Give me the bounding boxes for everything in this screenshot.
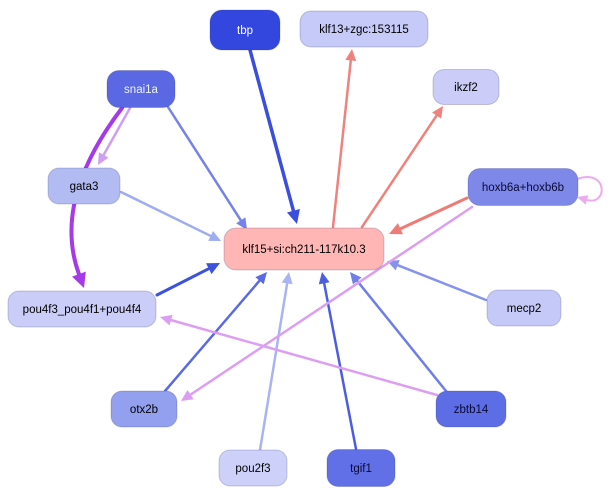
arrowhead-snai1a-pou4f3 xyxy=(72,271,86,288)
edge-zbtb14-pou4f3 xyxy=(169,318,439,397)
node-mecp2[interactable]: mecp2 xyxy=(486,289,562,327)
node-zbtb14[interactable]: zbtb14 xyxy=(435,390,507,428)
node-pou2f3[interactable]: pou2f3 xyxy=(218,449,288,487)
node-gata3[interactable]: gata3 xyxy=(47,167,121,205)
arrowhead-hoxb6a-klf15 xyxy=(389,223,403,235)
edge-gata3-klf15 xyxy=(119,190,212,238)
node-shape xyxy=(209,9,281,51)
node-shape xyxy=(223,227,385,271)
node-ikzf2[interactable]: ikzf2 xyxy=(432,69,500,105)
edge-hoxb6a-klf15 xyxy=(398,196,469,231)
arrowhead-snai1a-klf15 xyxy=(236,217,247,230)
node-shape xyxy=(47,167,121,205)
arrowhead-gata3-klf15 xyxy=(208,231,221,241)
arrowhead-otx2b-klf15 xyxy=(255,272,267,285)
edge-tbp-klf15 xyxy=(248,48,296,213)
arrowhead-hoxb6a-hoxb6a xyxy=(577,195,589,205)
node-klf15[interactable]: klf15+si:ch211-117k10.3 xyxy=(223,227,385,271)
node-shape xyxy=(106,70,176,108)
node-otx2b[interactable]: otx2b xyxy=(110,390,178,428)
arrowhead-pou4f3-klf15 xyxy=(206,263,220,275)
node-klf13[interactable]: klf13+zgc:153115 xyxy=(299,10,429,48)
edge-snai1a-gata3 xyxy=(102,106,132,157)
edge-otx2b-klf15 xyxy=(163,279,261,393)
arrowhead-hoxb6a-otx2b xyxy=(181,390,194,401)
edge-pou4f3-klf15 xyxy=(155,267,211,297)
edge-tgif1-klf15 xyxy=(322,282,358,451)
edge-hoxb6a-otx2b xyxy=(189,205,474,396)
node-shape xyxy=(486,289,562,327)
edge-mecp2-klf15 xyxy=(396,263,488,302)
node-shape xyxy=(7,290,157,328)
node-shape xyxy=(435,390,507,428)
arrowhead-tgif1-klf15 xyxy=(318,272,330,285)
edge-klf15-klf13 xyxy=(331,59,353,229)
node-tbp[interactable]: tbp xyxy=(209,9,281,51)
arrowhead-zbtb14-klf15 xyxy=(350,272,362,285)
edge-pou2f3-klf15 xyxy=(258,282,289,452)
arrowhead-klf15-klf13 xyxy=(345,49,357,62)
node-snai1a[interactable]: snai1a xyxy=(106,70,176,108)
node-shape xyxy=(467,168,579,206)
arrowhead-snai1a-gata3 xyxy=(98,152,109,165)
node-shape xyxy=(299,10,429,48)
node-shape xyxy=(326,449,396,487)
node-hoxb6a[interactable]: hoxb6a+hoxb6b xyxy=(467,168,579,206)
arrowhead-pou2f3-klf15 xyxy=(281,272,293,285)
edge-hoxb6a-hoxb6a xyxy=(576,176,603,202)
node-shape xyxy=(432,69,500,105)
edge-zbtb14-klf15 xyxy=(355,279,448,393)
node-tgif1[interactable]: tgif1 xyxy=(326,449,396,487)
edge-klf15-ikzf2 xyxy=(360,114,438,229)
arrowhead-tbp-klf15 xyxy=(286,209,300,224)
edge-layer xyxy=(69,48,603,452)
arrowhead-zbtb14-pou4f3 xyxy=(160,314,173,326)
arrowhead-klf15-ikzf2 xyxy=(432,106,443,119)
node-shape xyxy=(218,449,288,487)
node-shape xyxy=(110,390,178,428)
node-pou4f3[interactable]: pou4f3_pou4f1+pou4f4 xyxy=(7,290,157,328)
edge-snai1a-klf15 xyxy=(166,105,243,222)
